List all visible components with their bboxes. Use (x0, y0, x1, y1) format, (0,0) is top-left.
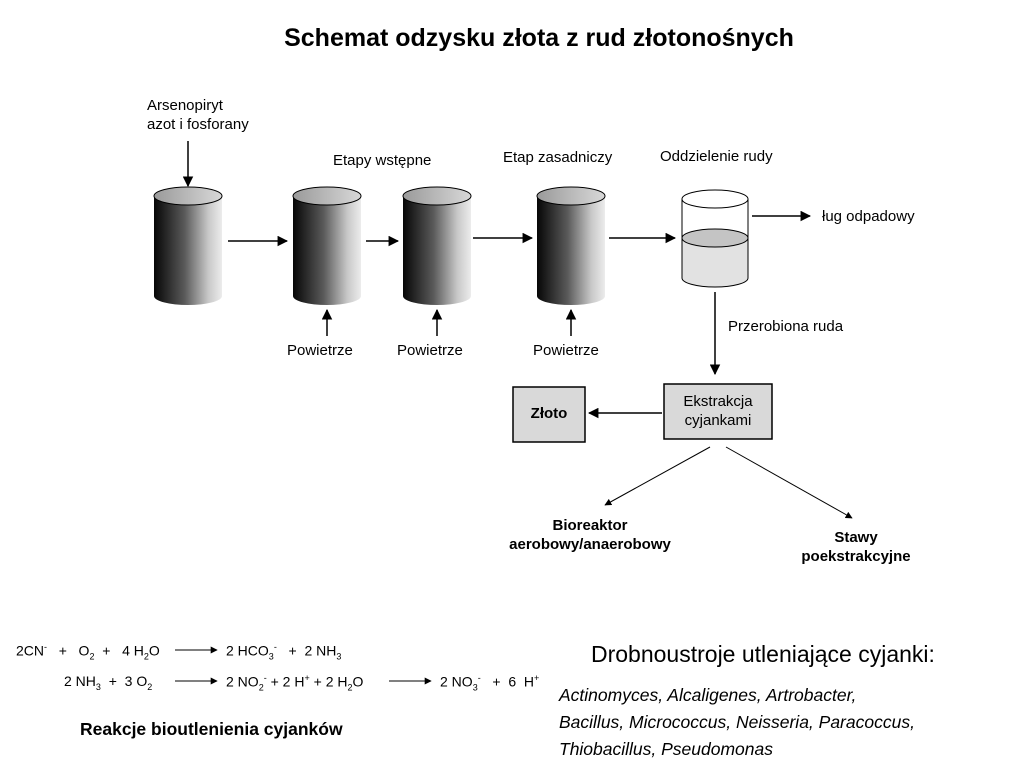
r2-plus: + (108, 673, 117, 689)
reactor-cylinder-4 (536, 186, 606, 305)
r2-charge: - (263, 673, 267, 683)
reaction-2-left: 2 NH3 + 3 O2 (64, 673, 152, 692)
pretreatment-label: Etapy wstępne (333, 152, 432, 169)
bioreactor-label: Bioreaktor aerobowy/anaerobowy (492, 516, 688, 554)
microbes-line-2: Bacillus, Micrococcus, Neisseria, Paraco… (559, 712, 915, 732)
main-stage-label: Etap zasadniczy (503, 149, 613, 166)
bioreactor-label-line-2: aerobowy/anaerobowy (509, 536, 671, 553)
microbes-heading: Drobnoustroje utleniające cyjanki: (591, 641, 935, 667)
r2-term: 6 (508, 673, 517, 690)
r1-plus: + (288, 642, 297, 659)
r2-term: O (352, 673, 364, 690)
reaction-1-right: 2 HCO3- + 2 NH3 (226, 642, 341, 661)
r2-sub: 3 (95, 681, 101, 692)
page-title: Schemat odzysku złota z rud złotonośnych (284, 24, 794, 52)
r1-plus: + (102, 642, 111, 659)
waste-label: ług odpadowy (822, 208, 915, 225)
bioreactor-label-line-1: Bioreaktor (552, 517, 628, 534)
reactor-cylinder-3 (402, 186, 472, 305)
air-label-2: Powietrze (397, 342, 463, 359)
input-label: Arsenopiryt azot i fosforany (147, 96, 249, 134)
r2-charge: - (477, 673, 481, 683)
reaction-2-right: 2 NO3- + 6 H+ (440, 673, 539, 692)
arrow-to-bioreactor (604, 446, 711, 506)
processed-ore-label: Przerobiona ruda (728, 318, 844, 335)
r2-term: 2 NH (64, 673, 96, 689)
extraction-label-line-2: cyjankami (684, 412, 752, 429)
input-label-line-2: azot i fosforany (147, 116, 249, 133)
r1-term: 2 HCO (226, 642, 269, 659)
r1-plus: + (58, 642, 67, 659)
r2-term: 3 O (124, 673, 148, 689)
gold-label: Złoto (530, 405, 568, 422)
r2-term: H (523, 673, 535, 690)
r2-plus: + (492, 673, 501, 690)
r1-term: 2CN (16, 642, 45, 659)
r1-sub: 2 (89, 651, 95, 662)
reaction-1-left: 2CN- + O2 + 4 H2O (16, 642, 160, 661)
r1-term: O (78, 642, 90, 659)
r1-term: 4 H (122, 642, 144, 659)
r2-term: 2 H (325, 673, 348, 690)
reactor-cylinder-2 (292, 186, 362, 305)
extraction-label-line-1: Ekstrakcja (683, 393, 753, 410)
r2-sub: 2 (258, 682, 264, 693)
extraction-box (663, 383, 773, 440)
reactor-cylinder-1 (153, 186, 223, 305)
ponds-label-line-2: poekstrakcyjne (801, 548, 911, 565)
reactions-caption: Reakcje bioutlenienia cyjanków (80, 719, 343, 739)
r2-sub: 3 (472, 682, 478, 693)
microbes-list: Actinomyces, Alcaligenes, Artrobacter, B… (559, 682, 915, 763)
r2-charge: + (304, 673, 310, 683)
r2-term: 2 NO (226, 673, 259, 690)
r1-charge: - (273, 642, 277, 652)
extraction-label: Ekstrakcja cyjankami (664, 392, 772, 430)
input-label-line-1: Arsenopiryt (147, 97, 223, 114)
r1-charge: - (44, 642, 48, 652)
separation-label: Oddzielenie rudy (660, 148, 773, 165)
r2-term: 2 H (282, 673, 305, 690)
r2-plus: + (313, 673, 322, 690)
ponds-label-line-1: Stawy (834, 529, 878, 546)
air-label-1: Powietrze (287, 342, 353, 359)
r1-term: O (148, 642, 160, 659)
r2-charge: + (534, 673, 540, 683)
reaction-2-mid: 2 NO2- + 2 H+ + 2 H2O (226, 673, 363, 692)
arrow-to-ponds (725, 446, 853, 519)
r1-term: 2 NH (304, 642, 337, 659)
microbes-line-3: Thiobacillus, Pseudomonas (559, 739, 774, 759)
r2-plus: + (270, 673, 279, 690)
r2-term: 2 NO (440, 673, 473, 690)
gold-box (512, 386, 586, 443)
r1-sub: 3 (268, 651, 274, 662)
air-label-3: Powietrze (533, 342, 599, 359)
r1-sub: 3 (336, 651, 342, 662)
microbes-line-1: Actinomyces, Alcaligenes, Artrobacter, (559, 685, 857, 705)
separation-tank (681, 189, 749, 288)
r2-sub: 2 (347, 682, 353, 693)
ponds-label: Stawy poekstrakcyjne (786, 528, 926, 566)
r1-sub: 2 (143, 651, 149, 662)
r2-sub: 2 (147, 681, 153, 692)
